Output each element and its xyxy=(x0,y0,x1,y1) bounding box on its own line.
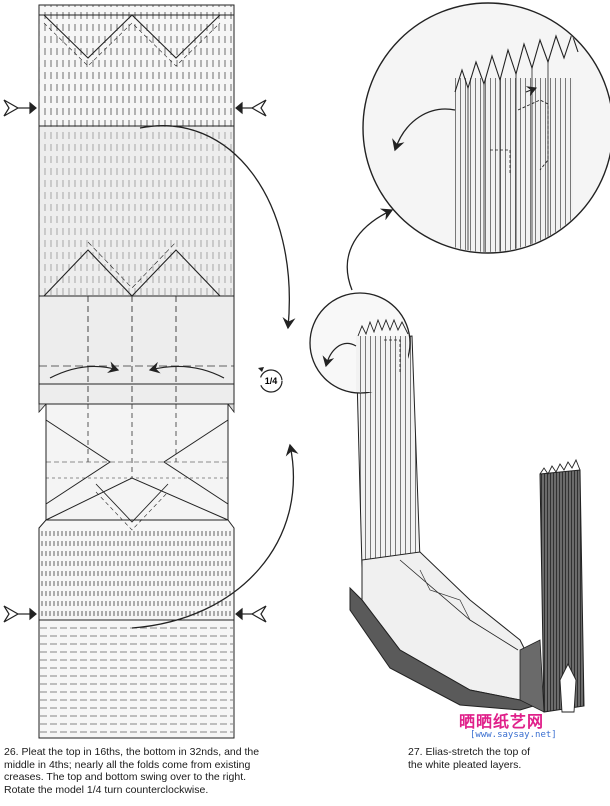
step27-model xyxy=(349,335,585,713)
watermark-title: 晒晒纸艺网 xyxy=(459,712,545,731)
step26-caption: 26. Pleat the top in 16ths, the bottom i… xyxy=(4,746,304,796)
magnify-circle-icon xyxy=(362,2,610,254)
push-arrow-icon xyxy=(235,605,267,623)
watermark-url: [www.saysay.net] xyxy=(470,730,557,740)
swing-arrow-icon xyxy=(131,443,299,629)
push-arrow-icon xyxy=(3,99,37,117)
swing-arrow-icon xyxy=(139,125,296,330)
push-arrow-icon xyxy=(3,605,37,623)
step27-caption-line: the white pleated layers. xyxy=(408,758,522,771)
step27-caption: 27. Elias-stretch the top of the white p… xyxy=(408,746,598,771)
step26-caption-line: creases. The top and bottom swing over t… xyxy=(4,771,247,783)
swing-arrow-icon xyxy=(49,361,120,379)
swing-arrow-icon xyxy=(346,208,394,291)
rotation-label: 1/4 xyxy=(265,376,278,386)
push-arrow-icon xyxy=(235,99,267,117)
step27-caption-line: 27. Elias-stretch the top of xyxy=(408,746,530,758)
swing-arrow-icon xyxy=(148,361,225,379)
step26-strip xyxy=(3,4,267,739)
magnify-circle-icon xyxy=(309,292,411,394)
step26-caption-line: Rotate the model 1/4 turn counterclockwi… xyxy=(4,783,209,796)
step26-caption-line: 26. Pleat the top in 16ths, the bottom i… xyxy=(4,746,260,758)
step26-caption-line: middle in 4ths; nearly all the folds com… xyxy=(4,758,251,771)
rotate-quarter-icon: 1/4 xyxy=(258,367,283,393)
